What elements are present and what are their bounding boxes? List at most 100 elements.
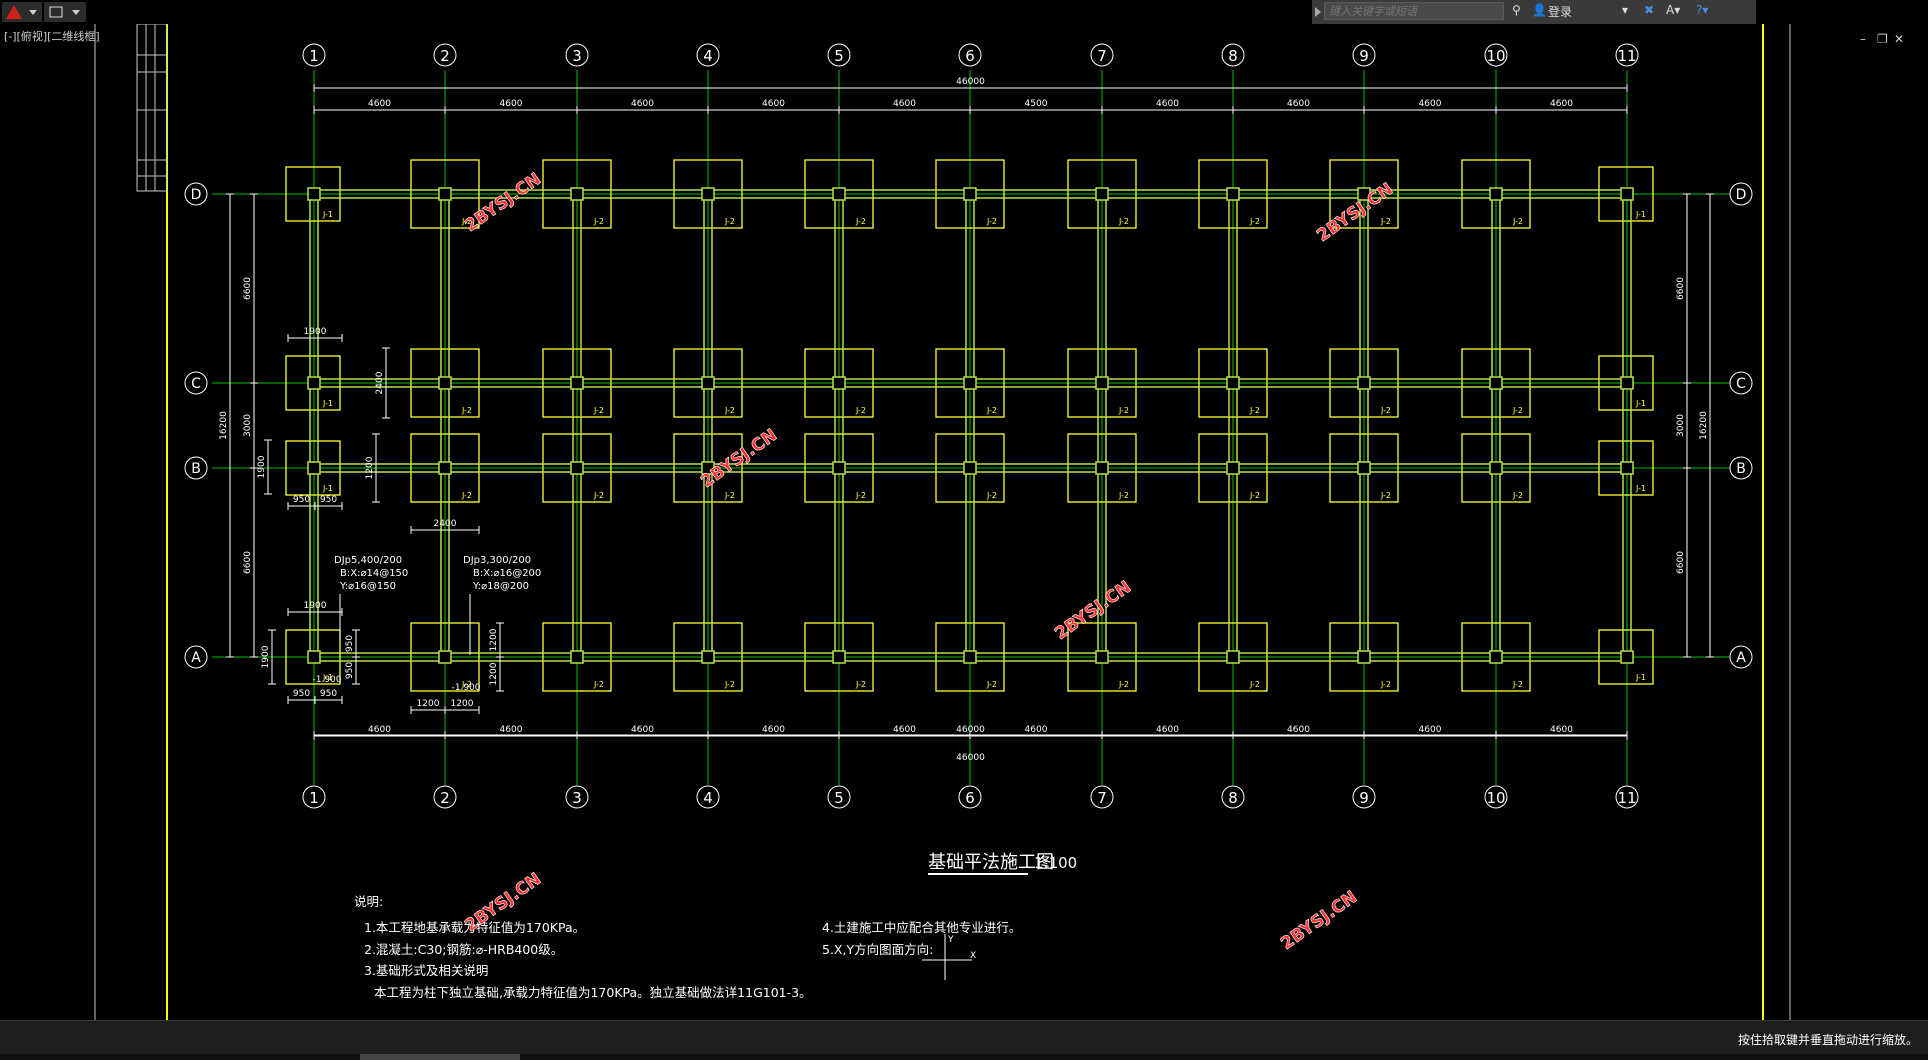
- j2-note: DJp3,300/200: [463, 555, 531, 566]
- footing: [410, 622, 480, 692]
- axis-label-top: 3: [572, 47, 582, 65]
- axis-label-bottom: 3: [572, 789, 582, 807]
- dim-right-label: 6600: [1676, 277, 1686, 300]
- help-icon[interactable]: ?▾: [1696, 3, 1709, 17]
- footing: [285, 440, 341, 496]
- footing: [1067, 622, 1137, 692]
- axis-bubble-bottom: [1615, 785, 1639, 809]
- horizontal-scrollbar[interactable]: [0, 1054, 1928, 1060]
- footing-label: J-2: [986, 406, 997, 415]
- axis-label-top: 2: [440, 47, 450, 65]
- dim-bottom-bay-label: 4600: [368, 725, 391, 735]
- viewport-label[interactable]: [-][俯视][二维线框]: [4, 30, 100, 43]
- footing: [1329, 622, 1399, 692]
- dim-j2-half-label: 1200: [451, 699, 474, 709]
- j1-note: Y:⌀16@150: [339, 581, 396, 592]
- binoculars-icon[interactable]: ⚲: [1512, 3, 1521, 17]
- j1-note: B:X:⌀14@150: [340, 568, 408, 579]
- footing-label: J-2: [1118, 406, 1129, 415]
- footing-label: J-2: [855, 680, 866, 689]
- column: [570, 187, 584, 201]
- column: [963, 650, 977, 664]
- column: [1489, 461, 1503, 475]
- j1-elevation: -1.900: [312, 675, 341, 685]
- footing: [1329, 433, 1399, 503]
- column: [438, 187, 452, 201]
- axis-label-top: 10: [1486, 47, 1505, 65]
- drawing-scale: 1:100: [1034, 854, 1077, 872]
- column: [1620, 650, 1634, 664]
- exchange-icon[interactable]: ✖: [1644, 3, 1655, 17]
- footing-label: J-1: [322, 673, 333, 682]
- footing: [1598, 629, 1654, 685]
- notes-heading: 说明:: [354, 894, 383, 909]
- j1-note: DJp5,400/200: [334, 555, 402, 566]
- dim-j1-height-label: 1900: [257, 455, 267, 478]
- footing-label: J-1: [322, 484, 333, 493]
- footing: [542, 348, 612, 418]
- footing: [542, 159, 612, 229]
- column: [570, 461, 584, 475]
- axis-label-top: 7: [1097, 47, 1107, 65]
- axis-label-top: 8: [1228, 47, 1238, 65]
- column: [1620, 187, 1634, 201]
- axis-label-left: B: [191, 461, 201, 477]
- footing-label: J-2: [724, 491, 735, 500]
- dim-top-bay-label: 4600: [1287, 99, 1310, 109]
- dim-top-bay-label: 4600: [762, 99, 785, 109]
- quick-access-toolbar[interactable]: [44, 2, 86, 22]
- axis-bubble-top: [565, 43, 589, 67]
- chevron-down-icon[interactable]: ▾: [1622, 3, 1629, 17]
- title-bar: ⚲ 👤 登录 ▾ ✖ A▾ ?▾: [0, 0, 1928, 24]
- footing: [1067, 433, 1137, 503]
- footing: [1198, 433, 1268, 503]
- column: [1357, 461, 1371, 475]
- dim-bottom-total-label2: 46000: [956, 753, 985, 763]
- dim-top-bay-label: 4600: [500, 99, 523, 109]
- close-icon[interactable]: ✕: [1894, 32, 1905, 46]
- axis-label-top: 1: [309, 47, 319, 65]
- axis-bubble-bottom: [302, 785, 326, 809]
- axis-bubble-right: [1729, 182, 1753, 206]
- column: [1226, 187, 1240, 201]
- restore-icon[interactable]: ❐: [1877, 32, 1888, 46]
- a360-icon[interactable]: A▾: [1666, 3, 1681, 17]
- search-input[interactable]: [1324, 2, 1504, 20]
- minimize-icon[interactable]: –: [1860, 32, 1866, 46]
- column: [1357, 650, 1371, 664]
- footing-label: J-2: [986, 217, 997, 226]
- dim-bottom-total-label: 46000: [956, 725, 985, 735]
- column: [1489, 650, 1503, 664]
- login-button[interactable]: 登录: [1548, 5, 1573, 19]
- axis-bubble-top: [696, 43, 720, 67]
- axis-x-label: X: [970, 951, 976, 961]
- axis-label-right: A: [1736, 650, 1746, 666]
- notes-block: 说明: 1.本工程地基承载力特征值为170KPa。 2.混凝土:C30;钢筋:⌀…: [354, 894, 1021, 1000]
- status-message: 按住拾取键并垂直拖动进行缩放。: [1737, 1033, 1918, 1047]
- axis-bubble-top: [302, 43, 326, 67]
- axis-bubble-left: [184, 182, 208, 206]
- dim-bottom-bay-label: 4600: [1025, 725, 1048, 735]
- app-logo-icon[interactable]: [2, 2, 42, 22]
- footing: [410, 433, 480, 503]
- column: [307, 187, 321, 201]
- dim-top-bay-label: 4500: [1025, 99, 1048, 109]
- column: [701, 376, 715, 390]
- footing: [1598, 440, 1654, 496]
- watermark: 2BYSJ.CN: [1051, 577, 1134, 644]
- scrollbar-thumb[interactable]: [360, 1054, 520, 1060]
- footing: [1198, 159, 1268, 229]
- column: [1226, 461, 1240, 475]
- column: [438, 461, 452, 475]
- axis-label-right: C: [1736, 376, 1746, 392]
- axis-bubble-right: [1729, 371, 1753, 395]
- footing-label: J-1: [1635, 484, 1646, 493]
- dim-top-bay-label: 4600: [1419, 99, 1442, 109]
- footing: [1461, 433, 1531, 503]
- column: [570, 376, 584, 390]
- footing: [935, 348, 1005, 418]
- dim-top-bay-label: 4600: [893, 99, 916, 109]
- footing-label: J-2: [1118, 680, 1129, 689]
